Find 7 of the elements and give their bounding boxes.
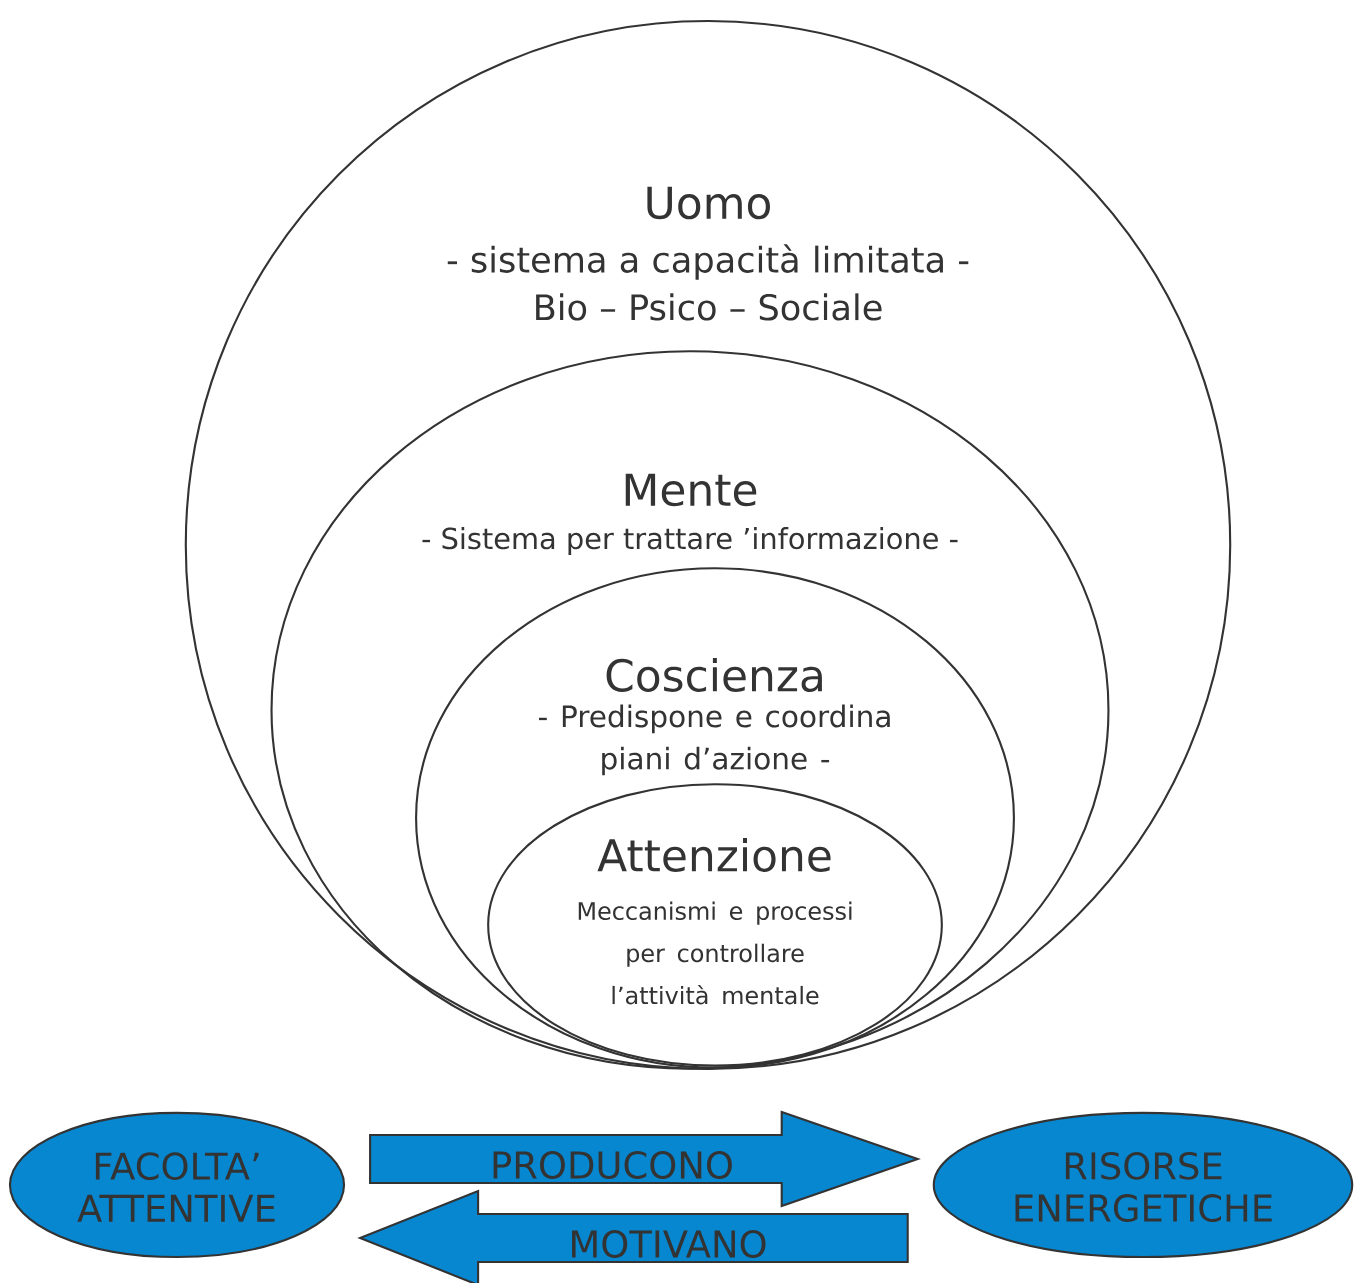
- ellipse-node: Attenzione Meccanismi e processi per controllare l’attività mentale: [487, 783, 943, 1067]
- edge-label: PRODUCONO: [493, 1151, 732, 1179]
- block-arrow: [357, 1189, 909, 1283]
- block-arrow: [369, 1110, 921, 1208]
- ellipse-node: FACOLTA’ ATTENTIVE: [8, 1111, 346, 1259]
- ellipse-node: RISORSE ENERGETICHE: [932, 1111, 1354, 1259]
- edge-label: MOTIVANO: [572, 1230, 766, 1258]
